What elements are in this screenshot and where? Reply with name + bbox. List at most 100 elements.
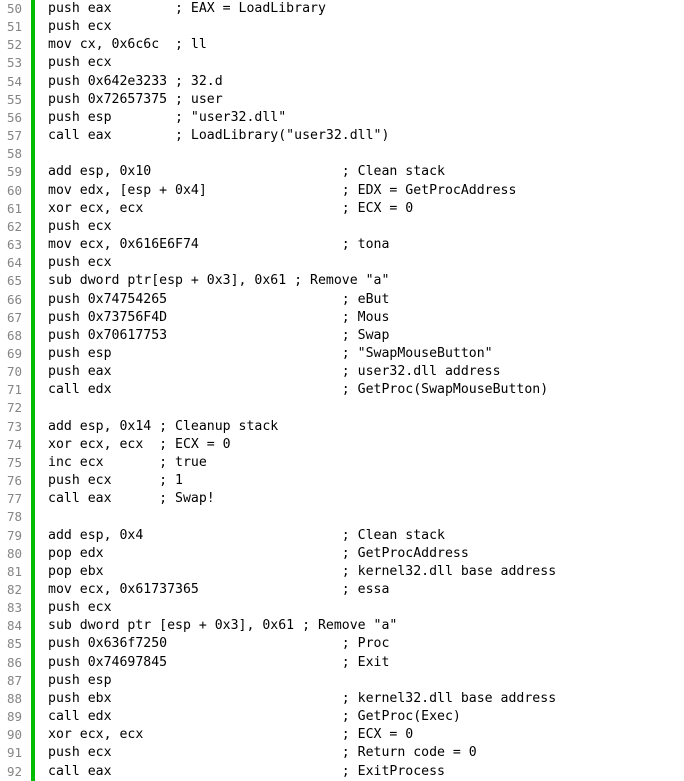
line-number[interactable]: 60 (6, 182, 22, 198)
line-text[interactable]: push ecx (48, 19, 112, 35)
line-number[interactable]: 63 (6, 237, 22, 253)
code-line[interactable]: 52 mov cx, 0x6c6c ; ll (0, 36, 684, 55)
code-line[interactable]: 74 xor ecx, ecx ; ECX = 0 (0, 435, 684, 454)
line-text[interactable]: push ecx (48, 255, 112, 271)
line-number[interactable]: 62 (6, 218, 22, 234)
line-number[interactable]: 58 (6, 146, 22, 162)
line-number[interactable]: 79 (6, 527, 22, 543)
line-number[interactable]: 56 (6, 109, 22, 125)
line-number[interactable]: 59 (6, 164, 22, 180)
line-text[interactable]: call eax ; Swap! (48, 491, 215, 507)
code-line[interactable]: 60 mov edx, [esp + 0x4] ; EDX = GetProcA… (0, 181, 684, 200)
line-text[interactable]: call eax ; LoadLibrary("user32.dll") (48, 128, 390, 144)
line-text[interactable]: add esp, 0x4 ; Clean stack (48, 527, 445, 543)
line-number[interactable]: 85 (6, 636, 22, 652)
line-number[interactable]: 71 (6, 382, 22, 398)
line-text[interactable]: push esp ; "SwapMouseButton" (48, 345, 493, 361)
line-number[interactable]: 74 (6, 436, 22, 452)
line-number[interactable]: 75 (6, 454, 22, 470)
code-line[interactable]: 91 push ecx ; Return code = 0 (0, 744, 684, 763)
line-text[interactable] (35, 508, 48, 526)
line-text[interactable]: push esp ; "user32.dll" (48, 109, 287, 125)
line-number[interactable]: 89 (6, 709, 22, 725)
line-number[interactable]: 80 (6, 545, 22, 561)
line-text[interactable]: push ecx (48, 55, 112, 71)
code-line[interactable]: 86 push 0x74697845 ; Exit (0, 653, 684, 672)
line-number[interactable]: 78 (6, 509, 22, 525)
line-number[interactable]: 87 (6, 672, 22, 688)
line-number[interactable]: 67 (6, 309, 22, 325)
code-line[interactable]: 90 xor ecx, ecx ; ECX = 0 (0, 726, 684, 745)
code-line[interactable]: 78 (0, 508, 684, 527)
code-line[interactable]: 83 push ecx (0, 599, 684, 618)
code-line[interactable]: 73 add esp, 0x14 ; Cleanup stack (0, 417, 684, 436)
code-line[interactable]: 77 call eax ; Swap! (0, 490, 684, 509)
line-number[interactable]: 92 (6, 763, 22, 779)
line-text[interactable]: push ecx ; Return code = 0 (48, 745, 477, 761)
code-line[interactable]: 75 inc ecx ; true (0, 453, 684, 473)
line-text[interactable]: push 0x72657375 ; user (48, 91, 223, 107)
line-text[interactable] (35, 145, 48, 163)
code-line[interactable]: 76 push ecx ; 1 (0, 472, 684, 491)
code-line[interactable]: 54 push 0x642e3233 ; 32.d (0, 72, 684, 91)
line-text[interactable]: call edx ; GetProc(Exec) (48, 709, 461, 725)
code-line[interactable]: 57 call eax ; LoadLibrary("user32.dll") (0, 127, 684, 146)
line-text[interactable]: push 0x636f7250 ; Proc (48, 636, 390, 652)
line-number[interactable]: 68 (6, 327, 22, 343)
line-number[interactable]: 61 (6, 200, 22, 216)
line-number[interactable]: 77 (6, 491, 22, 507)
line-number[interactable]: 69 (6, 345, 22, 361)
line-text[interactable]: add esp, 0x10 ; Clean stack (48, 164, 445, 180)
code-line[interactable]: 69 push esp ; "SwapMouseButton" (0, 344, 684, 364)
code-line[interactable]: 85 push 0x636f7250 ; Proc (0, 635, 684, 654)
line-text[interactable]: push ecx (48, 600, 112, 616)
line-text[interactable]: mov cx, 0x6c6c ; ll (48, 37, 207, 53)
code-line[interactable]: 92 call eax ; ExitProcess (0, 762, 684, 781)
code-line[interactable]: 80 pop edx ; GetProcAddress (0, 544, 684, 563)
code-line[interactable]: 68 push 0x70617753 ; Swap (0, 326, 684, 345)
line-number[interactable]: 88 (6, 690, 22, 706)
code-line[interactable]: 63 mov ecx, 0x616E6F74 ; tona (0, 236, 684, 255)
code-line[interactable]: 87 push esp (0, 671, 684, 690)
code-line[interactable]: 59 add esp, 0x10 ; Clean stack (0, 163, 684, 182)
code-line[interactable]: 70 push eax ; user32.dll address (0, 363, 684, 382)
line-text[interactable]: push 0x73756F4D ; Mous (48, 309, 390, 325)
line-number[interactable]: 65 (6, 273, 22, 289)
line-text[interactable]: call eax ; ExitProcess (48, 763, 445, 779)
line-number[interactable]: 82 (6, 582, 22, 597)
line-text[interactable]: inc ecx ; true (48, 454, 207, 470)
line-text[interactable]: push 0x74754265 ; eBut (48, 291, 390, 307)
code-line[interactable]: 61 xor ecx, ecx ; ECX = 0 (0, 199, 684, 218)
line-text[interactable]: mov edx, [esp + 0x4] ; EDX = GetProcAddr… (48, 182, 517, 198)
line-text[interactable]: push ecx ; 1 (48, 473, 183, 489)
code-line[interactable]: 65 sub dword ptr[esp + 0x3], 0x61 ; Remo… (0, 272, 684, 291)
line-number[interactable]: 54 (6, 73, 22, 89)
code-line[interactable]: 50 push eax ; EAX = LoadLibrary (0, 0, 684, 19)
line-text[interactable]: push eax ; EAX = LoadLibrary (48, 1, 326, 16)
code-line[interactable]: 67 push 0x73756F4D ; Mous (0, 308, 684, 327)
line-number[interactable]: 86 (6, 654, 22, 670)
code-line[interactable]: 64 push ecx (0, 254, 684, 273)
line-number[interactable]: 73 (6, 418, 22, 434)
line-number[interactable]: 81 (6, 563, 22, 579)
code-line[interactable]: 66 push 0x74754265 ; eBut (0, 290, 684, 309)
line-number[interactable]: 76 (6, 473, 22, 489)
line-number[interactable]: 53 (6, 55, 22, 71)
line-text[interactable]: push esp (48, 672, 112, 688)
line-text[interactable]: push ecx (48, 218, 112, 234)
line-number[interactable]: 90 (6, 727, 22, 743)
line-text[interactable]: pop ebx ; kernel32.dll base address (48, 563, 557, 579)
line-number[interactable]: 57 (6, 128, 22, 144)
line-number[interactable]: 50 (6, 1, 22, 16)
line-text[interactable]: xor ecx, ecx ; ECX = 0 (48, 727, 414, 743)
code-line[interactable]: 79 add esp, 0x4 ; Clean stack (0, 526, 684, 545)
line-number[interactable]: 72 (6, 400, 22, 416)
line-text[interactable]: push 0x74697845 ; Exit (48, 654, 390, 670)
line-text[interactable]: sub dword ptr[esp + 0x3], 0x61 ; Remove … (48, 273, 390, 289)
code-line[interactable]: 82 mov ecx, 0x61737365 ; essa (0, 581, 684, 600)
line-text[interactable]: xor ecx, ecx ; ECX = 0 (48, 200, 414, 216)
line-number[interactable]: 64 (6, 255, 22, 271)
line-number[interactable]: 66 (6, 291, 22, 307)
line-text[interactable]: push ebx ; kernel32.dll base address (48, 690, 557, 706)
